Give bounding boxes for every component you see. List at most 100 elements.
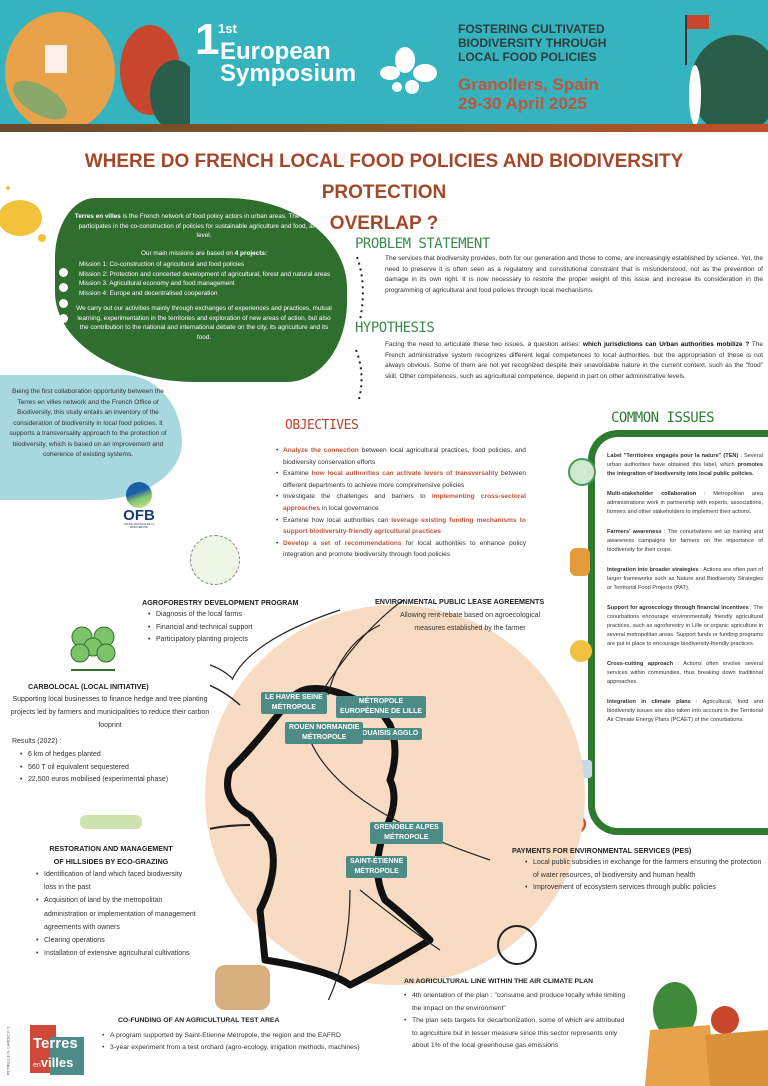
list-item: The plan sets targets for decarbonizatio…: [404, 1015, 629, 1053]
coins-icon: [570, 640, 592, 662]
agroforestry-list: Diagnosis of the local farms Financial a…: [148, 609, 253, 647]
author-credits: PETRELLE N. LARDIC F-Y.: [5, 1025, 11, 1076]
objective-item: Analyze the connection between local agr…: [276, 445, 526, 468]
problem-text: The services that biodiversity provides,…: [385, 255, 763, 294]
carbolocal-text: Supporting local businesses to finance h…: [10, 696, 210, 729]
collaboration-note: Being the first collaboration opportunit…: [0, 375, 182, 500]
climate-title: AN AGRICULTURAL LINE WITHIN THE AIR CLIM…: [404, 978, 594, 985]
title-line2: OVERLAP ?: [329, 213, 439, 234]
mission-item: Mission 3: Agricultural economy and food…: [79, 280, 235, 287]
restoration-list: Identification of land which faced biodi…: [36, 868, 196, 961]
problem-heading: PROBLEM STATEMENT: [355, 236, 490, 252]
list-item: 4th orientation of the plan : "consume a…: [404, 990, 629, 1015]
pes-title: PAYMENTS FOR ENVIRONMENTAL SERVICES (PES…: [512, 846, 692, 855]
climate-thermometer-icon: [497, 925, 537, 965]
logo-text: Terres: [33, 1035, 78, 1052]
farmer-icon: [570, 548, 590, 576]
ordinal-one: 1: [195, 15, 220, 64]
mission-item: Mission 2: Protection and concerted deve…: [79, 270, 331, 278]
theme-line: BIODIVERSITY THROUGH: [458, 36, 607, 50]
objective-item: Investigate the challenges and barriers …: [276, 491, 526, 514]
agroforestry-icon: [190, 535, 240, 585]
list-item: 560 T oil equivalent sequestered: [20, 762, 168, 775]
issue-item: Integration into broader strategies : Ac…: [607, 567, 763, 591]
dotted-connector: [355, 256, 364, 404]
event-title-line1: European: [220, 38, 331, 65]
hypothesis-pre: Facing the need to articulate these two …: [385, 341, 583, 348]
objectives-heading: OBJECTIVES: [285, 418, 359, 433]
terres-en-villes-intro: Terres en villes is the French network o…: [55, 198, 347, 382]
objective-item: Examine how local authorities can activa…: [276, 468, 526, 491]
ordinal-suffix: 1st: [218, 21, 237, 36]
bullet-dot: [59, 283, 68, 292]
list-item: A program supported by Saint-Etienne Mét…: [102, 1030, 382, 1043]
issue-item: Integration in climate plans : Agricultu…: [607, 699, 763, 723]
issue-item: Multi-stakeholder collaboration : Metrop…: [607, 491, 763, 515]
event-dates: 29-30 April 2025: [458, 94, 587, 113]
theme-block: FOSTERING CULTIVATED BIODIVERSITY THROUG…: [458, 22, 606, 64]
objective-item: Develop a set of recommendations for loc…: [276, 538, 526, 561]
theme-line: FOSTERING CULTIVATED: [458, 22, 605, 36]
ofb-logo-text: OFB: [123, 507, 155, 524]
agroforestry-title: AGROFORESTRY DEVELOPMENT PROGRAM: [142, 598, 299, 607]
hypothesis-question: which jurisdictions can Urban authoritie…: [582, 341, 750, 348]
title-line1: WHERE DO FRENCH LOCAL FOOD POLICIES AND …: [84, 151, 684, 203]
collaboration-text: Being the first collaboration opportunit…: [9, 388, 167, 458]
activities-text: We carry out our activities mainly throu…: [76, 305, 332, 341]
objective-item: Examine how local authorities can levera…: [276, 515, 526, 538]
list-item: 3-year experiment from a test orchard (a…: [102, 1042, 382, 1055]
common-issues-heading: COMMON ISSUES: [605, 410, 721, 426]
vegetable-bag-illustration: [645, 982, 768, 1086]
list-item: Local public subsidies in exchange for t…: [525, 857, 765, 882]
gardener-illustration: [215, 965, 270, 1010]
lease-text: Allowing rent-rebate based on agroecolog…: [399, 612, 541, 632]
trees-icon: [70, 626, 116, 671]
hypothesis-post: The French administrative system recogni…: [385, 341, 764, 380]
terres-en-villes-logo: Terres envilles: [30, 1025, 85, 1075]
list-item: Improvement of ecosystem services throug…: [525, 882, 765, 895]
results-label: Results (2022) :: [12, 738, 62, 745]
mission-item: Mission 1: Co-construction of agricultur…: [79, 261, 245, 268]
ofb-logo-subtext: OFFICE FRANÇAIS DE LA BIODIVERSITÉ: [123, 523, 155, 529]
map-label-douaisis: DOUAISIS AGGLO: [353, 728, 423, 740]
mission-item: Mission 4: Europe and decentralised coop…: [79, 289, 218, 297]
org-name: Terres en villes: [74, 213, 121, 220]
list-item: 6 km of hedges planted: [20, 749, 168, 762]
cofunding-title: CO-FUNDING OF AN AGRICULTURAL TEST AREA: [118, 1017, 280, 1024]
carbolocal-results: 6 km of hedges planted 560 T oil equival…: [20, 749, 168, 787]
list-item: Acquisition of land by the metropolitan …: [36, 894, 196, 934]
objectives-list: Analyze the connection between local agr…: [276, 445, 526, 561]
list-item: Identification of land which faced biodi…: [36, 868, 196, 894]
leaves-illustration: [685, 15, 768, 126]
eco-grazing-illustration: [80, 815, 142, 829]
bullet-dot: [59, 314, 68, 323]
carbolocal-title: CARBOLOCAL (LOCAL INITIATIVE): [28, 682, 149, 691]
issue-item: Farmers' awareness : The conurbations se…: [607, 529, 763, 553]
hand-illustration: [0, 186, 46, 242]
list-item: Diagnosis of the local farms: [148, 609, 253, 622]
list-item: Financial and technical support: [148, 622, 253, 635]
event-location: Granollers, Spain: [458, 75, 599, 94]
issue-item: Cross-cutting approach : Actions often i…: [607, 661, 764, 685]
ten-label-icon: [568, 458, 596, 486]
bullet-dot: [59, 299, 68, 308]
missions-list: Mission 1: Co-construction of agricultur…: [79, 260, 335, 298]
header-banner: 1 1st European Symposium FOSTERING CULTI…: [0, 0, 768, 126]
climate-list: 4th orientation of the plan : "consume a…: [404, 990, 629, 1053]
list-item: Participatory planting projects: [148, 634, 253, 647]
banner-stripe: [0, 124, 768, 132]
list-item: Installation of extensive agricultural c…: [36, 947, 196, 960]
hypothesis-text: Facing the need to articulate these two …: [385, 340, 763, 382]
missions-count: 4 projects:: [234, 249, 268, 257]
page-title: WHERE DO FRENCH LOCAL FOOD POLICIES AND …: [20, 146, 748, 239]
issue-item: Label "Territoires engagés pour la natur…: [607, 453, 763, 477]
issue-item: Support for agroecology through financia…: [607, 605, 763, 647]
cofunding-list: A program supported by Saint-Etienne Mét…: [102, 1030, 382, 1055]
pes-list: Local public subsidies in exchange for t…: [525, 857, 765, 895]
theme-line: LOCAL FOOD POLICIES: [458, 50, 597, 64]
